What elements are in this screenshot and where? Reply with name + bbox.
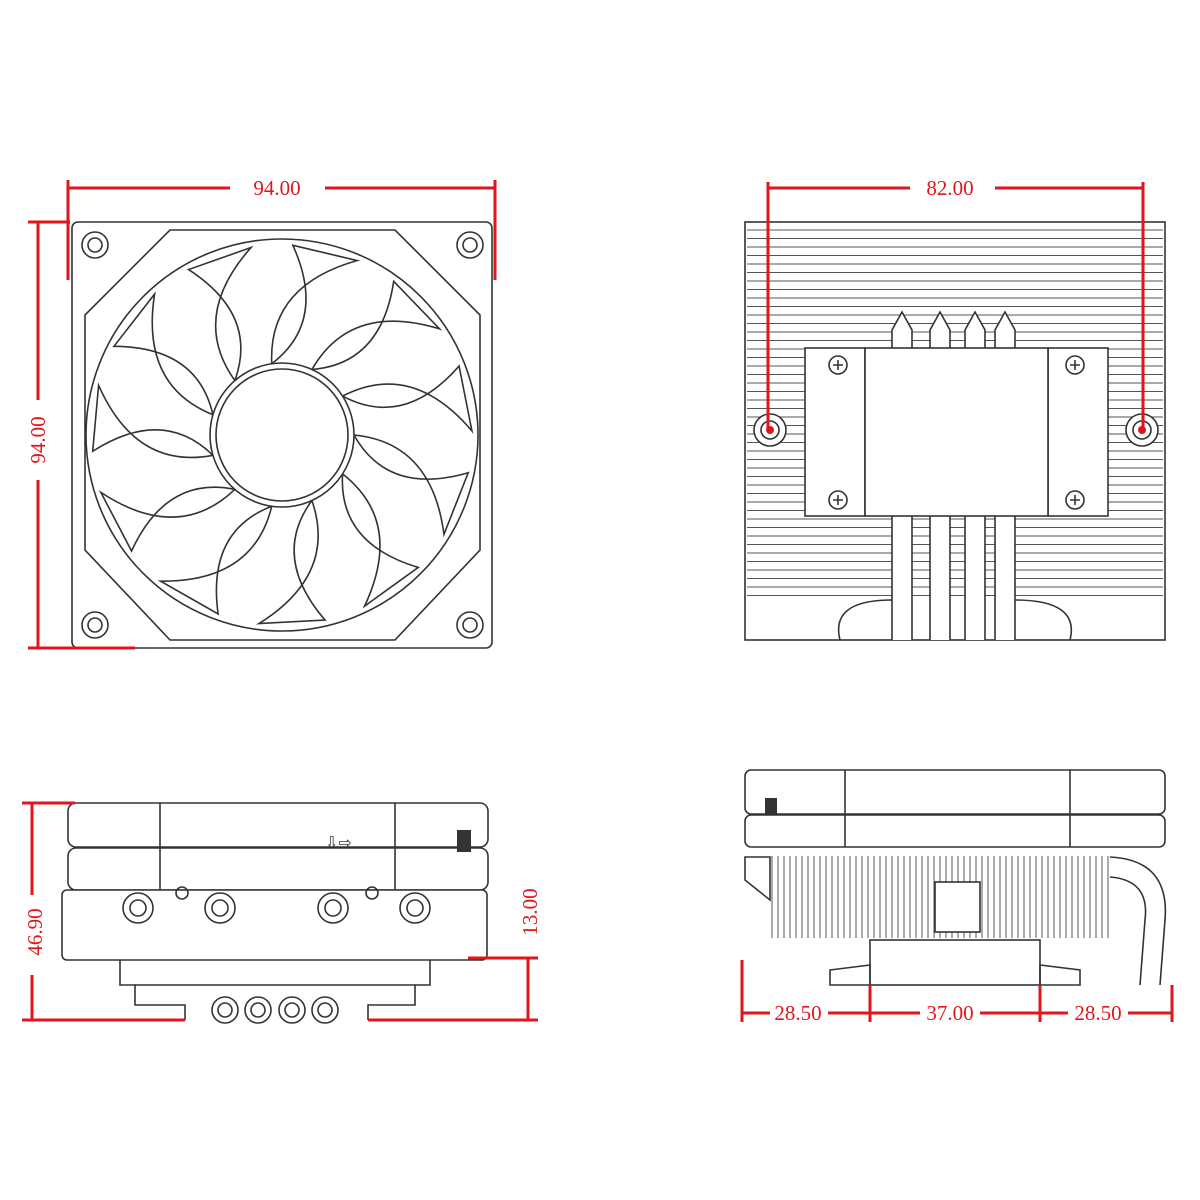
base-width-dimension: 37.00 [926,1001,973,1025]
fan-blades [91,244,474,625]
screw-icon [175,886,189,900]
fan-blade [353,434,470,538]
left-offset-dimension: 28.50 [774,1001,821,1025]
mount-hole [456,611,484,639]
fan-side-bottom [744,814,1166,848]
fan-width-dimension: 94.00 [253,176,300,200]
mount-plate-right [1047,347,1109,517]
mount-hole [456,231,484,259]
cold-plate-block [864,347,1049,517]
mount-hole [81,231,109,259]
fan-blade [98,486,236,553]
total-height-dimension: 46.90 [23,908,47,955]
hole-spacing-dimension: 82.00 [926,176,973,200]
svg-text:⇩⇨: ⇩⇨ [325,833,352,852]
cpu-base [869,939,1041,986]
right-offset-dimension: 28.50 [1074,1001,1121,1025]
fan-side-top [744,769,1166,815]
side-fins [771,856,1109,938]
fan-blade [91,382,214,459]
fan-top-view: 94.00 94.00 [26,176,497,650]
right-side-view: 28.50 37.00 28.50 [740,769,1174,1025]
mount-hole [81,611,109,639]
fan-blade [255,500,327,625]
fan-blade [157,505,273,616]
fan-blade [112,291,214,416]
fan-hub [209,362,355,508]
fan-height-dimension: 94.00 [26,416,50,463]
heatsink-body [61,889,488,961]
fan-blade [341,473,421,609]
heatsink-top-view: 82.00 [744,176,1166,641]
mount-plate-left [804,347,866,517]
fan-side-bottom [67,847,489,891]
front-side-view: ⇩⇨ 46.90 13.00 [22,801,542,1024]
fan-mount-holes [81,231,484,639]
heatpipe-bend [1109,856,1167,986]
clearance-dimension: 13.00 [518,888,542,935]
fan-side-top [67,802,489,848]
fan-blade [186,245,254,382]
fan-blade [342,364,474,434]
fan-blade [270,244,361,365]
fan-frame-inner [84,229,481,641]
fan-blade [311,279,443,371]
screw-icon [365,886,379,900]
